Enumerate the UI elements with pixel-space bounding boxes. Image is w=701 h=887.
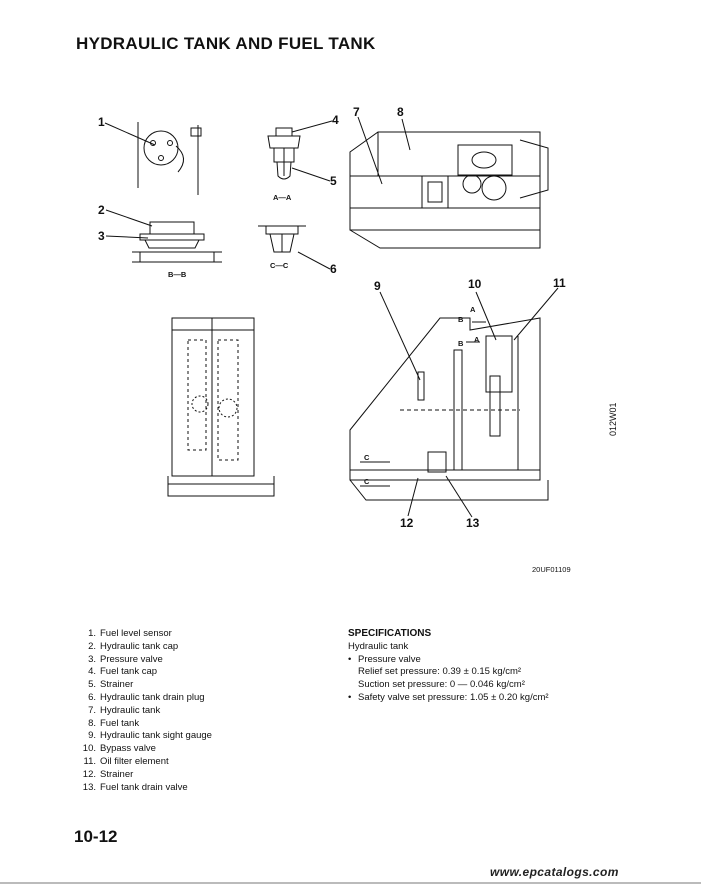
legend-item: 8. Fuel tank — [76, 718, 212, 731]
callout-11: 11 — [553, 276, 566, 290]
legend-item: 6. Hydraulic tank drain plug — [76, 692, 212, 705]
leader-lines — [104, 116, 559, 518]
legend-text: Bypass valve — [100, 743, 156, 755]
legend-item: 1. Fuel level sensor — [76, 628, 212, 641]
legend-number: 7. — [88, 704, 96, 716]
callout-3: 3 — [98, 229, 105, 243]
bullet-dot: • — [348, 691, 352, 703]
section-label-b-top: B — [458, 315, 464, 324]
legend-number: 4. — [88, 666, 96, 678]
legend-item: 3. Pressure valve — [76, 654, 212, 667]
callout-2: 2 — [98, 203, 105, 217]
callout-8: 8 — [397, 105, 404, 119]
spec-pressure-valve: Pressure valve — [358, 653, 421, 665]
legend-item: 12. Strainer — [76, 769, 212, 782]
spec-relief-pressure: Relief set pressure: 0.39 ± 0.15 kg/cm² — [358, 666, 522, 678]
specifications-heading: SPECIFICATIONS — [348, 628, 432, 639]
callout-1: 1 — [98, 115, 105, 129]
spec-bullet: • Safety valve set pressure: 1.05 ± 0.20 … — [348, 692, 549, 705]
footer-url[interactable]: www.epcatalogs.com — [490, 865, 619, 879]
legend-item: 2. Hydraulic tank cap — [76, 641, 212, 654]
section-label-b-bottom: B — [458, 339, 464, 348]
page-title: HYDRAULIC TANK AND FUEL TANK — [76, 34, 376, 53]
callout-12: 12 — [400, 516, 414, 530]
tank-diagram: 1 2 3 4 5 6 7 8 9 10 11 12 13 A—A B—B C—… — [98, 105, 566, 530]
legend-number: 10. — [82, 743, 96, 755]
callout-13: 13 — [466, 516, 480, 530]
legend-number: 3. — [88, 653, 96, 665]
legend-text: Strainer — [100, 679, 134, 691]
legend-text: Hydraulic tank sight gauge — [100, 730, 212, 742]
legend-number: 6. — [88, 691, 96, 703]
legend-text: Fuel tank drain valve — [100, 781, 188, 793]
legend-text: Strainer — [100, 768, 134, 780]
tank-diagram-drawing: 1 2 3 4 5 6 7 8 9 10 11 12 13 A—A B—B C—… — [98, 105, 566, 530]
legend-text: Hydraulic tank drain plug — [100, 691, 205, 703]
callout-9: 9 — [374, 279, 381, 293]
section-label-a-bottom: A — [474, 335, 480, 344]
section-label-cc: C—C — [270, 261, 289, 270]
legend-number: 12. — [82, 768, 96, 780]
spec-safety-valve: Safety valve set pressure: 1.05 ± 0.20 k… — [358, 691, 549, 703]
spec-bullet: • Pressure valve — [348, 654, 549, 667]
side-code: 012W01 — [608, 402, 618, 436]
bullet-dot: • — [348, 653, 352, 665]
section-label-a-top: A — [470, 305, 476, 314]
legend-item: 13. Fuel tank drain valve — [76, 782, 212, 795]
legend-number: 2. — [88, 640, 96, 652]
legend-item: 5. Strainer — [76, 679, 212, 692]
specifications-subject: Hydraulic tank — [348, 640, 409, 652]
legend-text: Hydraulic tank — [100, 704, 161, 716]
legend-number: 11. — [83, 755, 96, 767]
drain-plug-detail — [258, 225, 306, 253]
fuel-tank-cap-detail — [267, 127, 301, 180]
callout-5: 5 — [330, 174, 337, 188]
legend-item: 10. Bypass valve — [76, 743, 212, 756]
section-label-aa: A—A — [273, 193, 292, 202]
legend-text: Oil filter element — [100, 755, 169, 767]
section-label-c-top: C — [364, 453, 370, 462]
legend-item: 9. Hydraulic tank sight gauge — [76, 730, 212, 743]
specifications-block: SPECIFICATIONS Hydraulic tank • Pressure … — [348, 628, 549, 705]
legend-item: 4. Fuel tank cap — [76, 666, 212, 679]
legend-text: Hydraulic tank cap — [100, 640, 179, 652]
footer-divider — [0, 882, 701, 884]
legend-number: 13. — [82, 781, 96, 793]
callout-10: 10 — [468, 277, 482, 291]
hydraulic-tank-cap-detail — [132, 221, 222, 263]
parts-legend: 1. Fuel level sensor 2. Hydraulic tank cap… — [76, 628, 212, 794]
legend-number: 9. — [88, 730, 96, 742]
section-label-bb: B—B — [168, 270, 187, 279]
legend-number: 8. — [88, 717, 96, 729]
page-number: 10-12 — [74, 827, 118, 846]
legend-text: Fuel tank — [100, 717, 140, 729]
legend-text: Fuel tank cap — [100, 666, 158, 678]
tank-front-view — [167, 317, 275, 497]
tank-top-view — [349, 131, 549, 249]
callout-4: 4 — [332, 113, 339, 127]
fuel-level-sensor-detail — [137, 122, 202, 195]
legend-number: 1. — [88, 628, 96, 639]
spec-suction-pressure: Suction set pressure: 0 — 0.046 kg/cm² — [358, 679, 525, 691]
legend-text: Pressure valve — [100, 653, 163, 665]
figure-code: 20UF01109 — [532, 565, 571, 574]
tank-side-view — [349, 317, 549, 501]
legend-number: 5. — [88, 679, 96, 691]
callout-6: 6 — [330, 262, 337, 276]
legend-text: Fuel level sensor — [100, 628, 172, 639]
section-label-c-bottom: C — [364, 477, 370, 486]
legend-item: 11. Oil filter element — [76, 756, 212, 769]
callout-7: 7 — [353, 105, 360, 119]
legend-item: 7. Hydraulic tank — [76, 705, 212, 718]
